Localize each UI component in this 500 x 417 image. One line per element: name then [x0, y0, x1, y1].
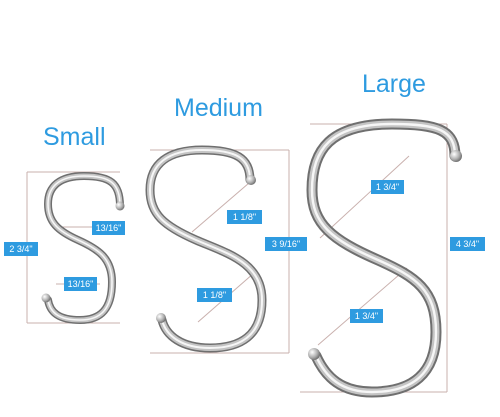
medium-hook-wire: [145, 145, 267, 353]
small-hook-wire: [44, 172, 124, 324]
small-size-title: Small: [43, 123, 106, 151]
large-height-label: 4 3/4": [450, 237, 485, 251]
large-dimension-lines: [300, 123, 448, 393]
large-size-title: Large: [362, 70, 426, 98]
small-upper-opening-label: 13/16": [92, 221, 125, 235]
large-hook-wire: [306, 118, 461, 398]
small-hook-lower-ball: [41, 293, 51, 303]
small-height-label: 2 3/4": [4, 242, 38, 256]
large-hook-lower-ball: [308, 348, 320, 360]
small-lower-opening-label: 13/16": [64, 277, 97, 291]
small-hook-upper-ball: [115, 201, 125, 211]
medium-hook-upper-ball: [246, 175, 256, 185]
small-hook: [26, 171, 125, 324]
large-upper-opening-label: 1 3/4": [371, 180, 404, 194]
medium-hook-lower-ball: [156, 313, 166, 323]
medium-height-label: 3 9/16": [265, 237, 307, 251]
medium-upper-opening-label: 1 1/8": [227, 210, 262, 224]
large-hook: [300, 118, 462, 398]
medium-lower-opening-label: 1 1/8": [197, 288, 232, 302]
medium-hook: [145, 145, 290, 354]
medium-size-title: Medium: [174, 94, 263, 122]
large-hook-upper-ball: [450, 150, 462, 162]
large-lower-opening-label: 1 3/4": [350, 309, 383, 323]
